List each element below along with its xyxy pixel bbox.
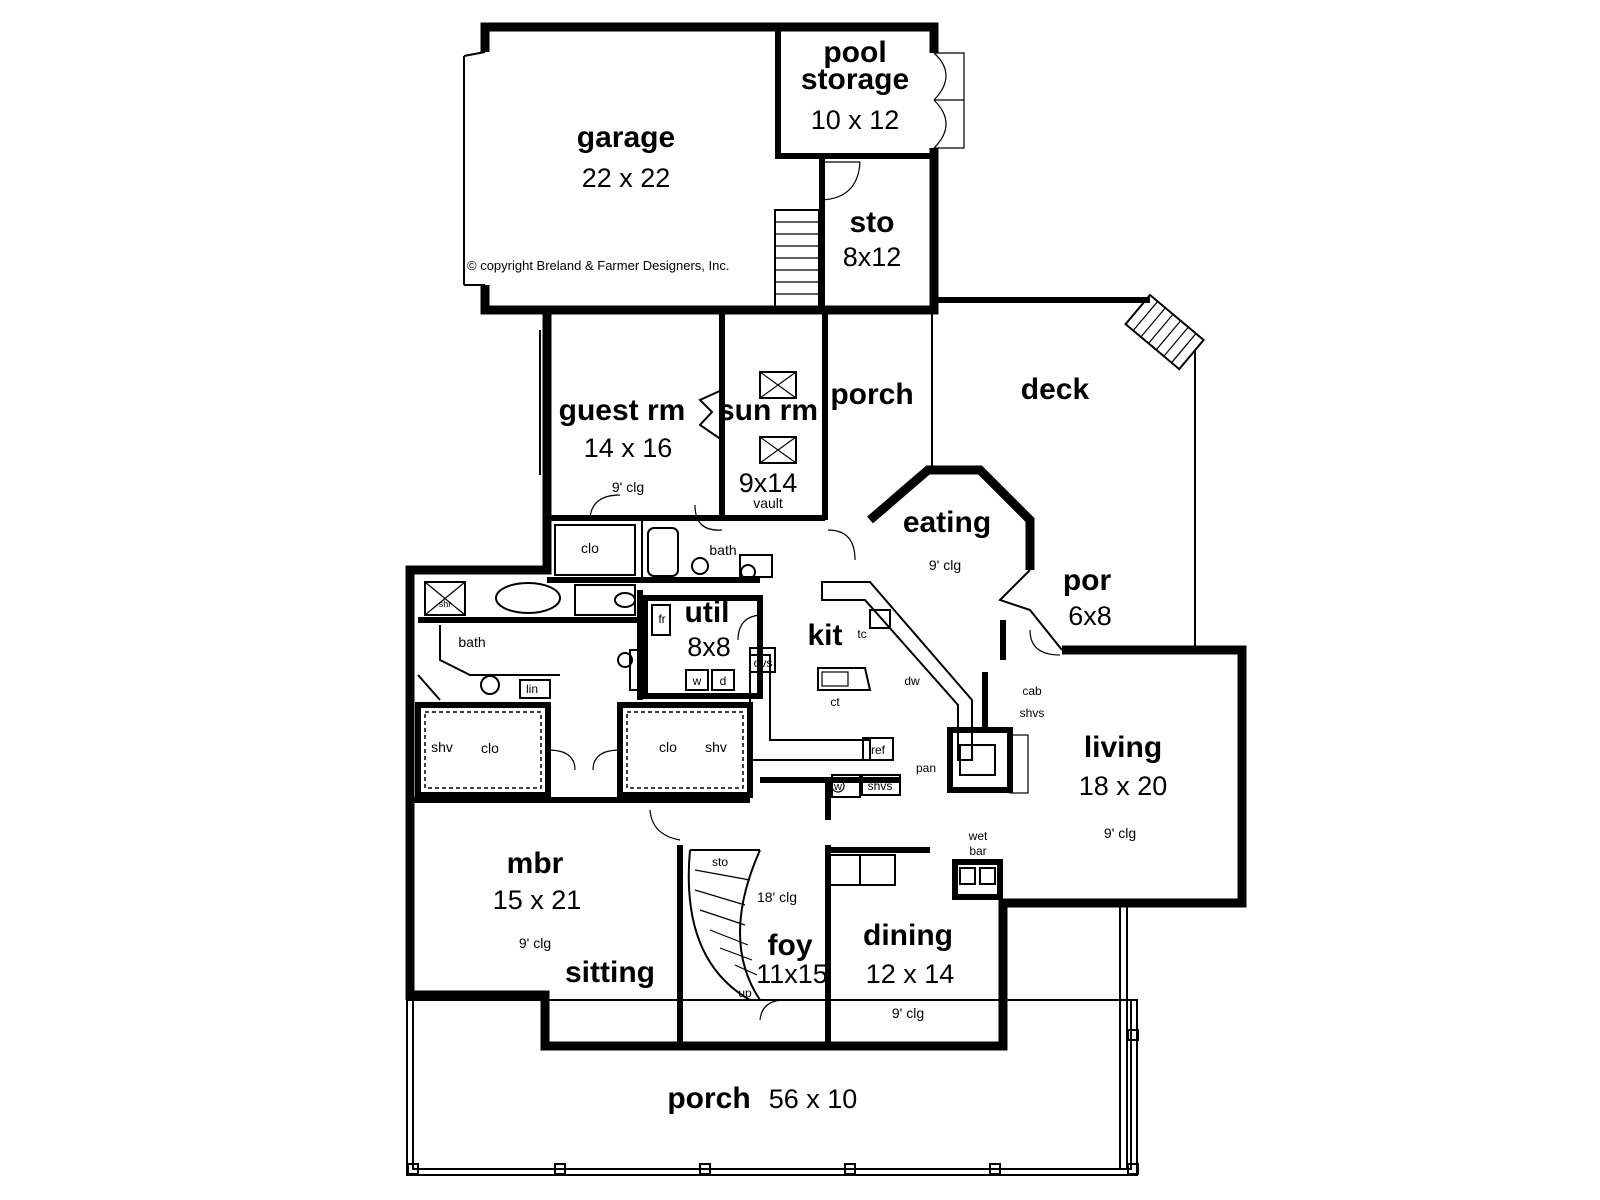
cab-label: cab	[1022, 684, 1042, 698]
util-dim: 8x8	[687, 632, 731, 662]
sitting-label: sitting	[565, 956, 655, 989]
porch-front-dim: 56 x 10	[769, 1084, 858, 1114]
dw-label: dw	[904, 674, 920, 688]
foy-dim: 11x15	[756, 959, 828, 989]
ct-label: ct	[830, 695, 840, 709]
eating-clg: 9' clg	[929, 557, 961, 573]
fr-label: fr	[658, 612, 665, 626]
dining-label: dining	[863, 919, 953, 952]
dining-dim: 12 x 14	[866, 959, 955, 989]
ovs-label: ovs	[754, 656, 773, 670]
mbr-dim: 15 x 21	[493, 885, 582, 915]
w2-label: w	[833, 781, 842, 793]
garage-dim: 22 x 22	[582, 163, 671, 193]
guest-rm-clg: 9' clg	[612, 479, 644, 495]
pool-storage-dim: 10 x 12	[811, 105, 900, 135]
shv-label-a: shv	[431, 739, 453, 755]
fixture-labels: clo bath shr bath lin shv clo clo shv fr…	[431, 540, 1044, 1000]
foy-clg: 18' clg	[757, 889, 797, 905]
bath-label-b: bath	[458, 634, 485, 650]
util-label: util	[685, 596, 730, 629]
clo-label-a: clo	[581, 540, 599, 556]
sto-dim: 8x12	[843, 242, 902, 272]
pool-storage-label-1: pool	[823, 36, 886, 69]
lin-label: lin	[526, 682, 538, 696]
mbr-clg: 9' clg	[519, 935, 551, 951]
bar-label: bar	[969, 844, 986, 858]
sun-rm-note: vault	[753, 495, 783, 511]
d-label: d	[720, 674, 727, 688]
shvs-label-b: shvs	[1020, 706, 1045, 720]
clo-label-b: clo	[481, 740, 499, 756]
front-porch	[406, 903, 1139, 1176]
kit-label: kit	[807, 619, 842, 652]
garage-block	[463, 22, 965, 315]
garage-label: garage	[577, 121, 675, 154]
clo-label-c: clo	[659, 739, 677, 755]
bath-label-a: bath	[709, 542, 736, 558]
living-label: living	[1084, 731, 1162, 764]
interior-walls	[410, 310, 1061, 1046]
copyright-text: © copyright Breland & Farmer Designers, …	[467, 258, 729, 273]
sto-stair-label: sto	[712, 855, 728, 869]
sun-rm-dim: 9x14	[739, 468, 798, 498]
sun-rm-label: sun rm	[718, 394, 818, 427]
ref-label: ref	[871, 743, 886, 757]
guest-rm-label: guest rm	[559, 394, 686, 427]
wet-label: wet	[968, 829, 988, 843]
tc-label: tc	[857, 627, 866, 641]
sto-label: sto	[850, 206, 895, 239]
house-walls	[405, 293, 1247, 1051]
up-label: up	[738, 986, 752, 1000]
pan-label: pan	[916, 761, 936, 775]
w-label: w	[692, 674, 702, 688]
living-dim: 18 x 20	[1079, 771, 1168, 801]
porch-side-label: porch	[830, 378, 913, 411]
pool-storage-label-2: storage	[801, 63, 909, 96]
shv-label-b: shv	[705, 739, 727, 755]
shvs-label-a: shvs	[868, 779, 893, 793]
room-labels: © copyright Breland & Farmer Designers, …	[467, 36, 1167, 1115]
living-clg: 9' clg	[1104, 825, 1136, 841]
foy-label: foy	[768, 929, 813, 962]
guest-rm-dim: 14 x 16	[584, 433, 673, 463]
deck-label: deck	[1021, 373, 1090, 406]
por-dim: 6x8	[1068, 601, 1112, 631]
shr-label: shr	[439, 599, 452, 609]
porch-front-label: porch	[667, 1082, 750, 1115]
mbr-label: mbr	[507, 847, 564, 880]
eating-label: eating	[903, 506, 991, 539]
dining-clg: 9' clg	[892, 1005, 924, 1021]
por-label: por	[1063, 564, 1112, 597]
